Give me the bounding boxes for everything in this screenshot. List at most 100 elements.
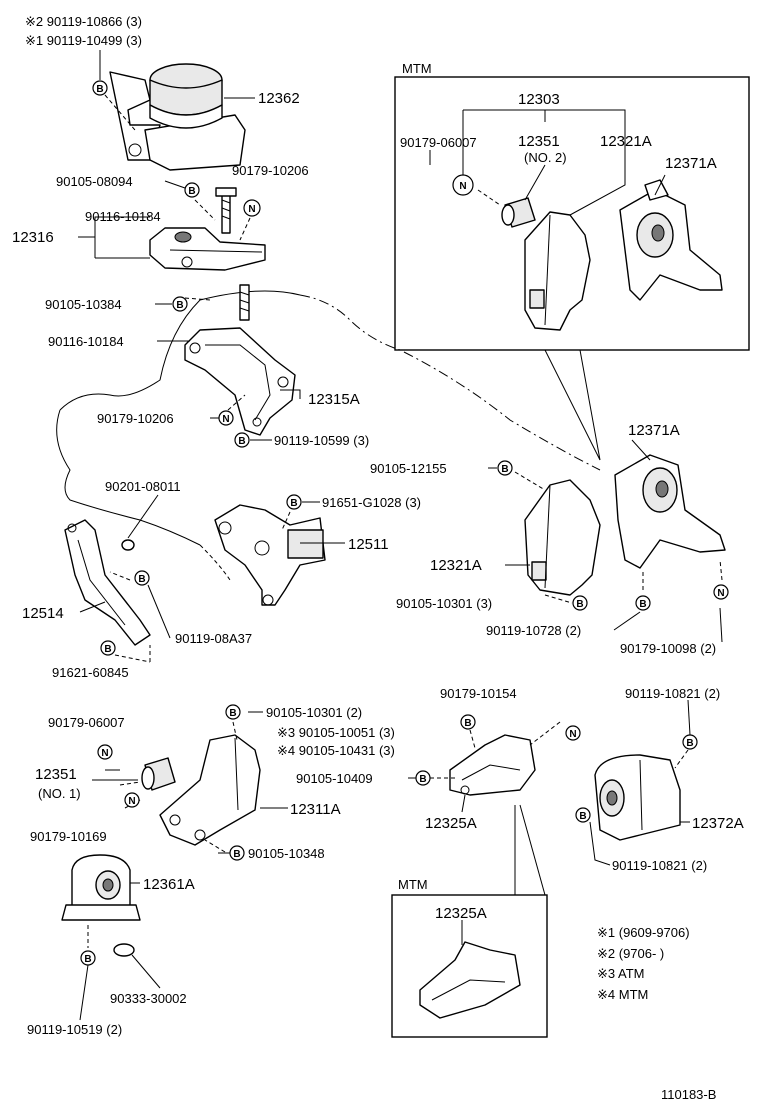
svg-text:B: B bbox=[233, 849, 240, 860]
label-12325A[interactable]: 12325A bbox=[425, 815, 477, 832]
bolt-symbol[interactable]: B bbox=[415, 770, 431, 786]
part-12321A-bracket[interactable] bbox=[524, 479, 601, 596]
svg-text:N: N bbox=[717, 588, 724, 599]
svg-text:N: N bbox=[248, 204, 255, 215]
bolt-symbol[interactable]: B bbox=[460, 714, 476, 730]
label-90105-10348: 90105-10348 bbox=[248, 846, 325, 861]
part-12362-mount[interactable] bbox=[109, 63, 255, 171]
leader-lines bbox=[78, 50, 723, 1021]
label-12315A[interactable]: 12315A bbox=[308, 391, 360, 408]
bolt-symbol[interactable]: B bbox=[286, 494, 302, 510]
note-3: ※3 ATM bbox=[597, 966, 645, 981]
label-90105-10051: ※3 90105-10051 (3) bbox=[277, 725, 395, 740]
mtm-box-1-title: MTM bbox=[402, 61, 432, 76]
bolt-symbol[interactable]: B bbox=[172, 296, 188, 312]
label-12372A[interactable]: 12372A bbox=[692, 815, 744, 832]
part-12321A-bracket-mtm[interactable] bbox=[524, 211, 591, 331]
label-90179-10098: 90179-10098 (2) bbox=[620, 641, 716, 656]
label-12371A-mtm[interactable]: 12371A bbox=[665, 155, 717, 172]
note-4: ※4 MTM bbox=[597, 987, 648, 1002]
label-12362[interactable]: 12362 bbox=[258, 90, 300, 107]
bolt-symbol[interactable]: B bbox=[100, 640, 116, 656]
bolt-symbol[interactable]: B bbox=[225, 704, 241, 720]
label-90105-10301-2: 90105-10301 (2) bbox=[266, 705, 362, 720]
label-12371A[interactable]: 12371A bbox=[628, 422, 680, 439]
label-90179-06007-mtm: 90179-06007 bbox=[400, 135, 477, 150]
nut-symbol[interactable]: N bbox=[243, 199, 261, 217]
bolt-symbol[interactable]: B bbox=[80, 950, 96, 966]
svg-text:B: B bbox=[686, 738, 693, 749]
washer-90201-08011[interactable] bbox=[121, 539, 135, 551]
label-90116-10184-top: 90116-10184 bbox=[85, 209, 161, 224]
part-12361A-mount[interactable] bbox=[61, 854, 141, 921]
part-12514-bracket[interactable] bbox=[64, 519, 151, 646]
svg-text:B: B bbox=[188, 186, 195, 197]
label-12361A[interactable]: 12361A bbox=[143, 876, 195, 893]
label-12321A-mtm[interactable]: 12321A bbox=[600, 133, 652, 150]
label-12303[interactable]: 12303 bbox=[518, 91, 560, 108]
bolt-symbol[interactable]: B bbox=[572, 595, 588, 611]
label-90179-06007: 90179-06007 bbox=[48, 715, 125, 730]
svg-text:N: N bbox=[569, 729, 576, 740]
mtm-inset-box-1 bbox=[394, 76, 750, 461]
svg-text:B: B bbox=[501, 464, 508, 475]
label-90119-10599: 90119-10599 (3) bbox=[274, 433, 369, 448]
note-2: ※2 (9706- ) bbox=[597, 946, 664, 961]
stud-90116-10184[interactable] bbox=[239, 284, 250, 321]
label-12514[interactable]: 12514 bbox=[22, 605, 64, 622]
bolt-symbol[interactable]: B bbox=[184, 182, 200, 198]
bolt-symbol[interactable]: B bbox=[497, 460, 513, 476]
label-90119-08A37: 90119-08A37 bbox=[175, 631, 252, 646]
washer-90333-30002[interactable] bbox=[113, 943, 135, 957]
svg-text:B: B bbox=[84, 954, 91, 965]
nut-symbol[interactable]: N bbox=[452, 174, 474, 196]
svg-text:B: B bbox=[419, 774, 426, 785]
part-12325A-bracket[interactable] bbox=[449, 734, 536, 796]
label-12351[interactable]: 12351 bbox=[35, 766, 77, 783]
part-12371A-mount[interactable] bbox=[614, 454, 726, 569]
part-12351-bushing[interactable] bbox=[141, 757, 176, 791]
part-12315A-bracket[interactable] bbox=[184, 327, 296, 436]
nut-symbol[interactable]: N bbox=[97, 744, 113, 760]
bolt-symbol[interactable]: B bbox=[92, 80, 108, 96]
svg-text:N: N bbox=[128, 796, 135, 807]
nut-symbol[interactable]: N bbox=[218, 410, 234, 426]
label-90116-10184-mid: 90116-10184 bbox=[48, 334, 124, 349]
label-90119-10728: 90119-10728 (2) bbox=[486, 623, 581, 638]
part-12311A-bracket[interactable] bbox=[159, 734, 261, 846]
label-90179-10154: 90179-10154 bbox=[440, 686, 517, 701]
bolt-symbol[interactable]: B bbox=[134, 570, 150, 586]
bolt-symbol[interactable]: B bbox=[575, 807, 591, 823]
bolt-symbol[interactable]: B bbox=[234, 432, 250, 448]
nut-symbol[interactable]: N bbox=[124, 792, 140, 808]
label-90105-10384: 90105-10384 bbox=[45, 297, 122, 312]
label-12316[interactable]: 12316 bbox=[12, 229, 54, 246]
figure-id: 110183-B bbox=[661, 1087, 716, 1102]
nut-symbol[interactable]: N bbox=[565, 725, 581, 741]
svg-text:B: B bbox=[238, 436, 245, 447]
nut-symbol[interactable]: N bbox=[713, 584, 729, 600]
bolt-symbol[interactable]: B bbox=[229, 845, 245, 861]
label-12351-mtm[interactable]: 12351 bbox=[518, 133, 560, 150]
bolt-symbol[interactable]: B bbox=[635, 595, 651, 611]
part-12371A-mount-mtm[interactable] bbox=[619, 179, 723, 301]
part-12372A-mount[interactable] bbox=[594, 754, 681, 841]
svg-text:B: B bbox=[579, 811, 586, 822]
part-12316-bracket[interactable] bbox=[149, 187, 266, 271]
svg-text:B: B bbox=[96, 84, 103, 95]
label-90105-12155: 90105-12155 bbox=[370, 461, 447, 476]
part-12511-bracket[interactable] bbox=[214, 504, 345, 606]
svg-text:B: B bbox=[464, 718, 471, 729]
part-12351-bushing-mtm[interactable] bbox=[501, 197, 536, 228]
label-90105-10301-3: 90105-10301 (3) bbox=[396, 596, 492, 611]
label-12511[interactable]: 12511 bbox=[348, 536, 389, 553]
bolt-symbol[interactable]: B bbox=[682, 734, 698, 750]
svg-text:B: B bbox=[576, 599, 583, 610]
label-12321A[interactable]: 12321A bbox=[430, 557, 482, 574]
label-12351-no: (NO. 1) bbox=[38, 786, 81, 801]
part-12325A-bracket-mtm[interactable] bbox=[419, 941, 521, 1019]
label-90119-10499: ※1 90119-10499 (3) bbox=[25, 33, 142, 48]
label-12311A[interactable]: 12311A bbox=[290, 801, 341, 818]
label-12325A-mtm[interactable]: 12325A bbox=[435, 905, 487, 922]
